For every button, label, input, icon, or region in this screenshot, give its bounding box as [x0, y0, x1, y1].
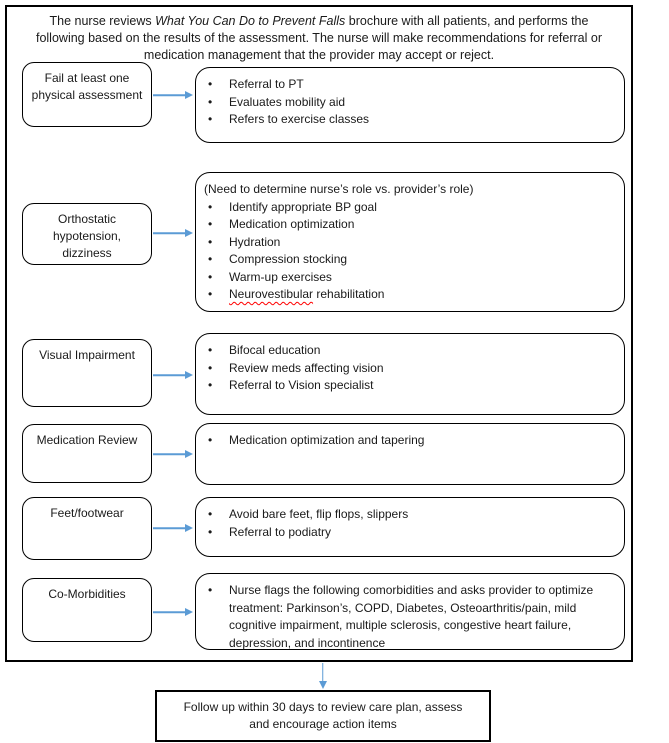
interventions-box: Referral to PTEvaluates mobility aidRefe… — [195, 67, 625, 143]
condition-box: Orthostatic hypotension, dizziness — [22, 203, 152, 265]
arrow-right-shaft — [153, 527, 186, 529]
intervention-item: Identify appropriate BP goal — [196, 199, 610, 217]
intervention-item: Medication optimization and tapering — [196, 432, 610, 450]
condition-box: Feet/footwear — [22, 497, 152, 560]
condition-label: Orthostatic hypotension, dizziness — [52, 212, 122, 260]
arrow-right-head — [185, 608, 193, 616]
arrow-right-shaft — [153, 232, 186, 234]
arrow-right-icon — [153, 370, 193, 380]
condition-label: Fail at least one physical assessment — [31, 71, 143, 102]
condition-box: Co-Morbidities — [22, 578, 152, 642]
arrow-right-head — [185, 229, 193, 237]
arrow-right-icon — [153, 523, 193, 533]
intervention-item: Nurse flags the following comorbidities … — [196, 582, 610, 652]
condition-label: Feet/footwear — [50, 506, 124, 520]
arrow-right-shaft — [153, 94, 186, 96]
follow-up-text: Follow up within 30 days to review care … — [183, 700, 463, 731]
arrow-right-shaft — [153, 453, 186, 455]
interventions-list: Nurse flags the following comorbidities … — [196, 582, 610, 652]
intervention-item: Evaluates mobility aid — [196, 94, 610, 112]
intervention-item: Refers to exercise classes — [196, 111, 610, 129]
interventions-box: Avoid bare feet, flip flops, slippersRef… — [195, 497, 625, 557]
arrow-right-icon — [153, 90, 193, 100]
interventions-list: Avoid bare feet, flip flops, slippersRef… — [196, 506, 610, 541]
arrow-down-icon — [316, 663, 329, 689]
arrow-right-shaft — [153, 374, 186, 376]
interventions-box: Bifocal educationReview meds affecting v… — [195, 333, 625, 415]
interventions-list: Identify appropriate BP goalMedication o… — [196, 199, 610, 304]
arrow-right-icon — [153, 607, 193, 617]
arrow-down-head — [318, 681, 327, 689]
intervention-item: Review meds affecting vision — [196, 360, 610, 378]
intervention-item: Avoid bare feet, flip flops, slippers — [196, 506, 610, 524]
header-segment: The nurse reviews — [49, 14, 156, 28]
arrow-right-head — [185, 450, 193, 458]
arrow-right-head — [185, 524, 193, 532]
arrow-right-icon — [153, 449, 193, 459]
intervention-item: Referral to PT — [196, 76, 610, 94]
condition-label: Visual Impairment — [39, 348, 135, 362]
follow-up-box: Follow up within 30 days to review care … — [155, 690, 491, 742]
intervention-item: Neurovestibular rehabilitation — [196, 286, 610, 304]
header-text: The nurse reviews What You Can Do to Pre… — [5, 5, 633, 64]
intervention-item: Compression stocking — [196, 251, 610, 269]
arrow-right-shaft — [153, 611, 186, 613]
intervention-item: Warm-up exercises — [196, 269, 610, 287]
interventions-list: Bifocal educationReview meds affecting v… — [196, 342, 610, 395]
arrow-right-head — [185, 371, 193, 379]
interventions-list: Medication optimization and tapering — [196, 432, 610, 450]
interventions-box: Medication optimization and tapering — [195, 423, 625, 485]
interventions-box: Nurse flags the following comorbidities … — [195, 573, 625, 650]
intervention-item: Referral to Vision specialist — [196, 377, 610, 395]
condition-box: Visual Impairment — [22, 339, 152, 407]
condition-box: Medication Review — [22, 424, 152, 483]
intervention-item: Referral to podiatry — [196, 524, 610, 542]
brochure-title: What You Can Do to Prevent Falls — [155, 14, 346, 28]
header-segment: brochure with all patients, and performs… — [35, 14, 602, 62]
condition-box: Fail at least one physical assessment — [22, 62, 152, 127]
intervention-item: Hydration — [196, 234, 610, 252]
condition-label: Co-Morbidities — [48, 587, 126, 601]
arrow-down-shaft — [321, 663, 324, 682]
intervention-item: Bifocal education — [196, 342, 610, 360]
interventions-note: (Need to determine nurse’s role vs. prov… — [204, 182, 474, 196]
misspelled-word: Neurovestibular — [229, 287, 314, 301]
interventions-box: (Need to determine nurse’s role vs. prov… — [195, 172, 625, 312]
arrow-right-head — [185, 91, 193, 99]
intervention-item: Medication optimization — [196, 216, 610, 234]
arrow-right-icon — [153, 228, 193, 238]
condition-label: Medication Review — [36, 433, 138, 447]
interventions-list: Referral to PTEvaluates mobility aidRefe… — [196, 76, 610, 129]
